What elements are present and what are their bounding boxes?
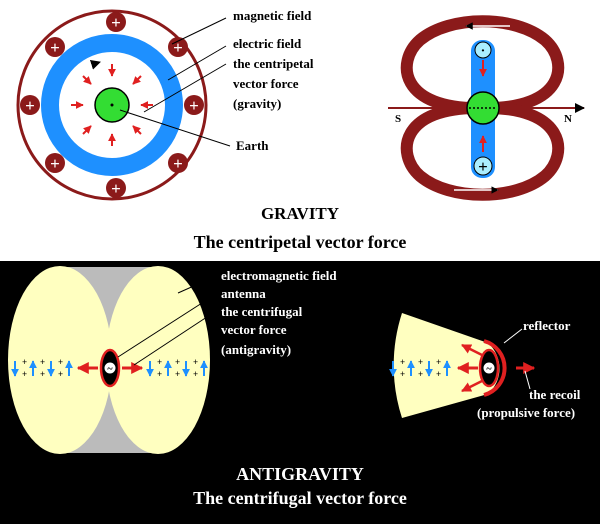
wave-markers-directed: + + + + + + xyxy=(389,357,451,379)
label-recoil-1: the recoil xyxy=(529,387,581,402)
label-centripetal-2: vector force xyxy=(233,76,299,91)
magnetic-loop-lower xyxy=(400,101,565,201)
recoil-leader xyxy=(524,370,531,390)
label-electric-field: electric field xyxy=(233,36,302,51)
plus-charge: + xyxy=(45,153,65,173)
svg-text:+: + xyxy=(22,369,27,379)
svg-text:+: + xyxy=(400,357,405,367)
antigravity-subtitle: The centrifugal vector force xyxy=(193,488,407,508)
wave-markers-left: + + + + + + xyxy=(11,357,73,379)
field-rotation-arrow xyxy=(77,60,101,79)
gravity-diagram: + + + + + + + + magnetic field electric … xyxy=(16,8,585,201)
radiation-lobe-left xyxy=(8,266,112,454)
earth-center-dot xyxy=(110,103,114,107)
antigravity-title: ANTIGRAVITY xyxy=(236,464,364,484)
svg-text:+: + xyxy=(418,369,423,379)
svg-text:+: + xyxy=(157,357,162,367)
svg-text:+: + xyxy=(58,369,63,379)
svg-text:+: + xyxy=(173,154,183,173)
svg-text:+: + xyxy=(175,369,180,379)
label-em-field: electromagnetic field xyxy=(221,268,337,283)
magnetic-loop-upper xyxy=(400,15,565,115)
svg-text:+: + xyxy=(111,13,121,32)
svg-text:+: + xyxy=(58,357,63,367)
gravity-panel: + + + + + + + + magnetic field electric … xyxy=(0,0,600,261)
radiation-lobe-right xyxy=(106,266,210,454)
plus-charge: + xyxy=(168,37,188,57)
positive-charge: + xyxy=(473,156,493,176)
south-pole-label: S xyxy=(395,113,401,125)
centripetal-arrow xyxy=(132,125,142,135)
label-centripetal-3: (gravity) xyxy=(233,96,281,111)
plus-charge: + xyxy=(106,12,126,32)
centripetal-arrows xyxy=(71,64,153,146)
label-earth: Earth xyxy=(236,138,269,153)
centripetal-arrow xyxy=(82,75,92,85)
svg-text:+: + xyxy=(173,38,183,57)
antigravity-panel: + + + + + + + + + + + + ~ electromagneti… xyxy=(0,261,600,519)
svg-text:+: + xyxy=(193,369,198,379)
svg-text:+: + xyxy=(175,357,180,367)
label-centrifugal-2: vector force xyxy=(221,322,287,337)
directed-arrow-up xyxy=(461,343,485,358)
label-centrifugal-1: the centrifugal xyxy=(221,304,303,319)
label-magnetic-field: magnetic field xyxy=(233,8,312,23)
svg-text:+: + xyxy=(436,357,441,367)
ac-source-icon: ~ xyxy=(107,364,113,375)
north-pole-label: N xyxy=(564,113,572,125)
reflector-leader xyxy=(503,328,523,344)
bottom-leader-lines xyxy=(117,276,217,366)
reflector xyxy=(483,339,507,397)
ac-source-icon: ~ xyxy=(486,364,492,375)
negative-charge: · xyxy=(474,41,492,59)
svg-text:+: + xyxy=(193,357,198,367)
gravity-title: GRAVITY xyxy=(260,204,340,223)
svg-text:+: + xyxy=(40,369,45,379)
label-centrifugal-3: (antigravity) xyxy=(221,342,291,357)
plus-charge: + xyxy=(45,37,65,57)
svg-text:+: + xyxy=(50,154,60,173)
svg-text:+: + xyxy=(400,369,405,379)
svg-text:+: + xyxy=(478,157,488,176)
centripetal-arrow xyxy=(132,75,142,85)
svg-text:+: + xyxy=(436,369,441,379)
svg-text:·: · xyxy=(481,44,486,59)
plus-charge: + xyxy=(184,95,204,115)
plus-charge: + xyxy=(106,178,126,198)
wave-markers-right: + + + + + + xyxy=(146,357,208,379)
antenna-directed: ~ xyxy=(478,348,500,388)
svg-text:+: + xyxy=(157,369,162,379)
magnetic-field-ring xyxy=(16,9,208,201)
antigravity-diagram: + + + + + + + + + + + + ~ electromagneti… xyxy=(8,266,581,454)
label-antenna: antenna xyxy=(221,286,266,301)
svg-text:+: + xyxy=(22,357,27,367)
svg-text:+: + xyxy=(25,96,35,115)
label-recoil-2: (propulsive force) xyxy=(477,405,575,420)
svg-text:+: + xyxy=(40,357,45,367)
left-leader-lines xyxy=(119,17,231,147)
directed-arrow-down xyxy=(461,378,485,393)
gravity-subtitle: The centripetal vector force xyxy=(193,232,407,252)
svg-text:+: + xyxy=(50,38,60,57)
antenna: ~ xyxy=(99,348,121,388)
svg-text:+: + xyxy=(418,357,423,367)
plus-charge: + xyxy=(168,153,188,173)
label-reflector: reflector xyxy=(523,318,571,333)
label-centripetal-1: the centripetal xyxy=(233,56,314,71)
magnetic-charges: + + + + + + + + xyxy=(20,12,204,198)
svg-text:+: + xyxy=(111,179,121,198)
svg-text:+: + xyxy=(189,96,199,115)
centripetal-arrow xyxy=(82,125,92,135)
plus-charge: + xyxy=(20,95,40,115)
electric-field-ring xyxy=(41,34,183,176)
